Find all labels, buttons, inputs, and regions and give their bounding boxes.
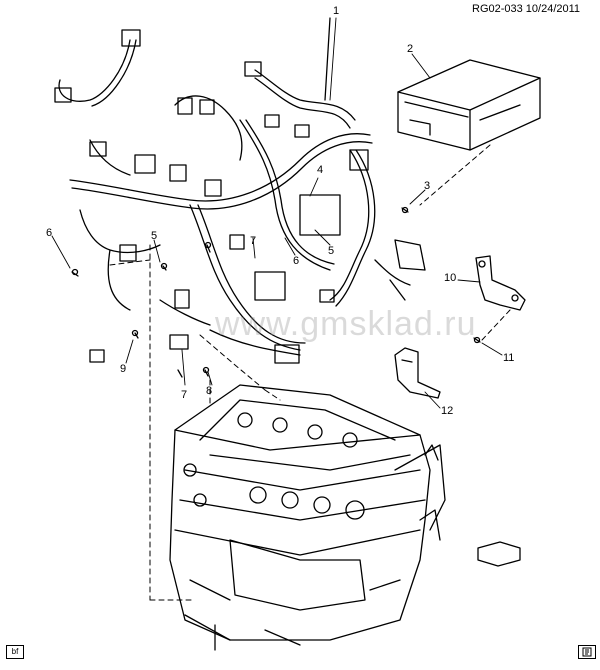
callout-12: 12 <box>441 405 454 417</box>
callout-5-left: 5 <box>151 230 158 242</box>
engine <box>169 384 446 651</box>
callout-4: 4 <box>317 164 324 176</box>
callout-5-right: 5 <box>328 245 335 257</box>
wiring-harness <box>54 17 426 364</box>
diagram-reference: RG02-033 10/24/2011 <box>472 3 581 15</box>
callout-7-upper: 7 <box>250 235 257 247</box>
callout-9: 9 <box>120 363 127 375</box>
callout-2: 2 <box>407 43 414 55</box>
callout-11: 11 <box>503 352 515 364</box>
fasteners <box>71 206 481 378</box>
corner-label-left: bf <box>6 645 24 659</box>
corner-symbol-right <box>578 645 596 659</box>
callout-8: 8 <box>206 385 213 397</box>
callout-6-right: 6 <box>293 255 300 267</box>
fuse-block <box>397 59 541 151</box>
document-icon <box>582 647 592 657</box>
relay-bracket <box>394 347 441 399</box>
callout-3: 3 <box>424 180 431 192</box>
callout-6-left: 6 <box>46 227 53 239</box>
callout-10: 10 <box>444 272 457 284</box>
callout-1: 1 <box>333 5 340 17</box>
callout-7-lower: 7 <box>181 389 188 401</box>
bracket <box>475 255 526 311</box>
